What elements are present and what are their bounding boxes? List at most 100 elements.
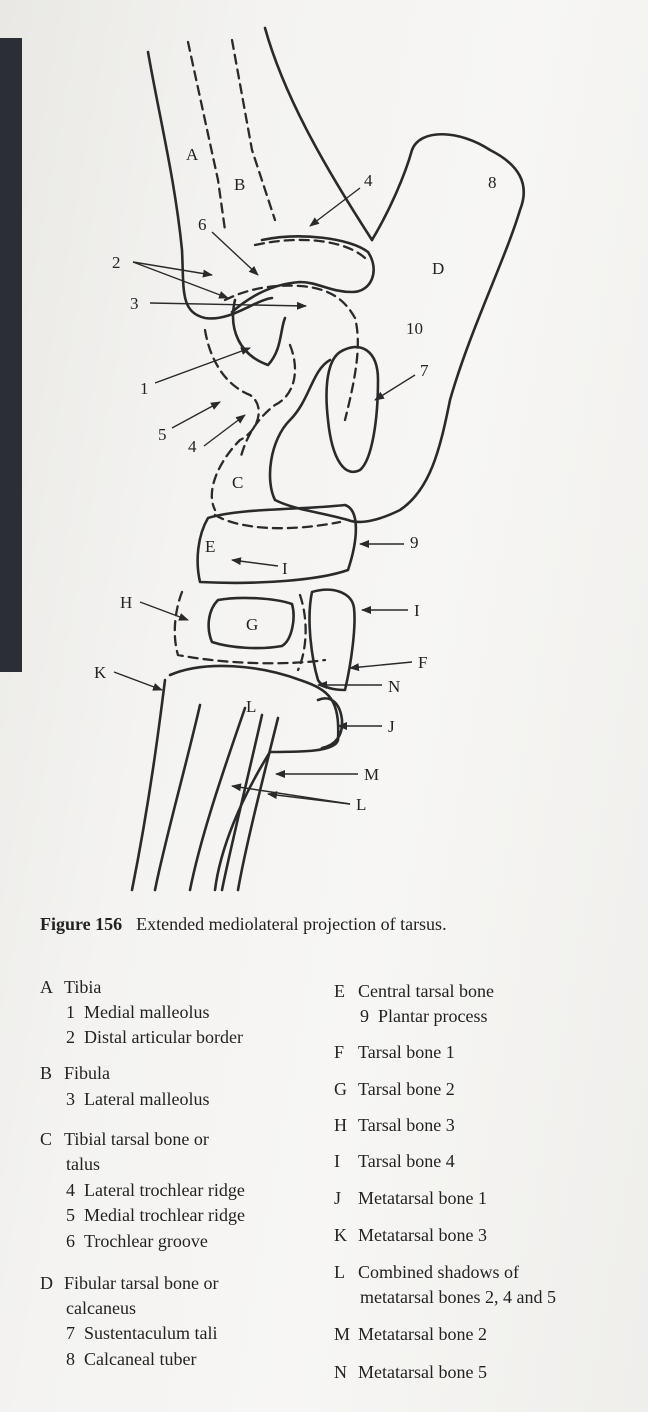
- legend-text: Calcaneal tuber: [84, 1349, 196, 1369]
- label-d: D: [432, 259, 444, 278]
- tarsal-4-outline: [310, 590, 355, 690]
- legend-text: Tarsal bone 1: [358, 1042, 455, 1062]
- label-1: 1: [140, 379, 149, 398]
- legend-code: C: [40, 1128, 64, 1151]
- label-3: 3: [130, 294, 139, 313]
- pointer-i-inner: [232, 560, 278, 566]
- legend-text: Fibular tarsal bone or: [64, 1273, 218, 1293]
- label-h: H: [120, 593, 132, 612]
- label-l-right: L: [356, 795, 366, 814]
- pointer-f: [350, 662, 412, 668]
- label-a: A: [186, 145, 199, 164]
- legend-code: F: [334, 1041, 358, 1064]
- legend-text: Medial malleolus: [84, 1002, 209, 1022]
- label-9: 9: [410, 533, 419, 552]
- legend-code: J: [334, 1187, 358, 1210]
- label-g: G: [246, 615, 258, 634]
- legend-continuation: metatarsal bones 2, 4 and 5: [360, 1287, 556, 1307]
- legend-text: Metatarsal bone 2: [358, 1324, 487, 1344]
- label-f: F: [418, 653, 427, 672]
- legend-number: 4: [66, 1179, 84, 1202]
- legend-code: I: [334, 1150, 358, 1173]
- legend-code: B: [40, 1062, 64, 1085]
- legend-text: Metatarsal bone 1: [358, 1188, 487, 1208]
- tibia-right-edge: [265, 28, 372, 240]
- talus-dash-right: [240, 345, 295, 460]
- legend-item: 6Trochlear groove: [40, 1230, 208, 1253]
- pointer-k: [114, 672, 162, 690]
- legend-number: 5: [66, 1204, 84, 1227]
- label-j: J: [388, 717, 395, 736]
- legend-text: Metatarsal bone 3: [358, 1225, 487, 1245]
- label-m: M: [364, 765, 379, 784]
- label-k: K: [94, 663, 107, 682]
- legend-item: calcaneus: [40, 1297, 136, 1320]
- pointer-6: [212, 232, 258, 275]
- legend-number: 1: [66, 1001, 84, 1024]
- pointer-3: [150, 303, 306, 306]
- legend-code: K: [334, 1224, 358, 1247]
- legend-number: 3: [66, 1088, 84, 1111]
- label-c: C: [232, 473, 243, 492]
- metatarsal-3-left: [132, 680, 165, 890]
- label-b: B: [234, 175, 245, 194]
- talus-base: [215, 515, 340, 528]
- label-l-inner: L: [246, 697, 256, 716]
- legend-text: Tibia: [64, 977, 101, 997]
- legend-code: H: [334, 1114, 358, 1137]
- label-e: E: [205, 537, 215, 556]
- legend-code: N: [334, 1361, 358, 1384]
- legend-code: D: [40, 1272, 64, 1295]
- legend-code: G: [334, 1078, 358, 1101]
- label-i-inner: I: [282, 559, 288, 578]
- legend-text: Distal articular border: [84, 1027, 243, 1047]
- fibula-dash-1: [188, 42, 225, 230]
- metatarsal-line-4: [190, 708, 245, 890]
- legend-text: Fibula: [64, 1063, 110, 1083]
- calcaneus-outline: [270, 134, 524, 522]
- pointer-l-b: [232, 786, 350, 804]
- label-i-right: I: [414, 601, 420, 620]
- legend-number: 8: [66, 1348, 84, 1371]
- figure-caption-text: Extended mediolateral projection of tars…: [136, 914, 446, 934]
- label-4-top: 4: [364, 171, 373, 190]
- label-7: 7: [420, 361, 429, 380]
- legend-code: M: [334, 1323, 358, 1346]
- legend-continuation: talus: [66, 1154, 100, 1174]
- legend-continuation: calcaneus: [66, 1298, 136, 1318]
- label-8: 8: [488, 173, 497, 192]
- legend-text: Combined shadows of: [358, 1262, 519, 1282]
- legend-text: Plantar process: [378, 1006, 487, 1026]
- legend-text: Tibial tarsal bone or: [64, 1129, 209, 1149]
- tarsal-dash-right: [298, 595, 306, 670]
- label-2: 2: [112, 253, 121, 272]
- label-6: 6: [198, 215, 207, 234]
- legend-text: Medial trochlear ridge: [84, 1205, 245, 1225]
- tibia-outline: [148, 52, 272, 318]
- legend-text: Tarsal bone 4: [358, 1151, 455, 1171]
- pointer-1: [155, 348, 250, 383]
- metatarsal-line-1: [155, 705, 200, 890]
- pointer-7: [375, 375, 415, 400]
- legend-item: talus: [40, 1153, 100, 1176]
- label-4-low: 4: [188, 437, 197, 456]
- legend-number: 6: [66, 1230, 84, 1253]
- metatarsal-line-3: [238, 718, 278, 890]
- legend-item: BFibula: [40, 1062, 110, 1085]
- legend-text: Sustentaculum tali: [84, 1323, 217, 1343]
- legend-item: ATibia: [40, 976, 101, 999]
